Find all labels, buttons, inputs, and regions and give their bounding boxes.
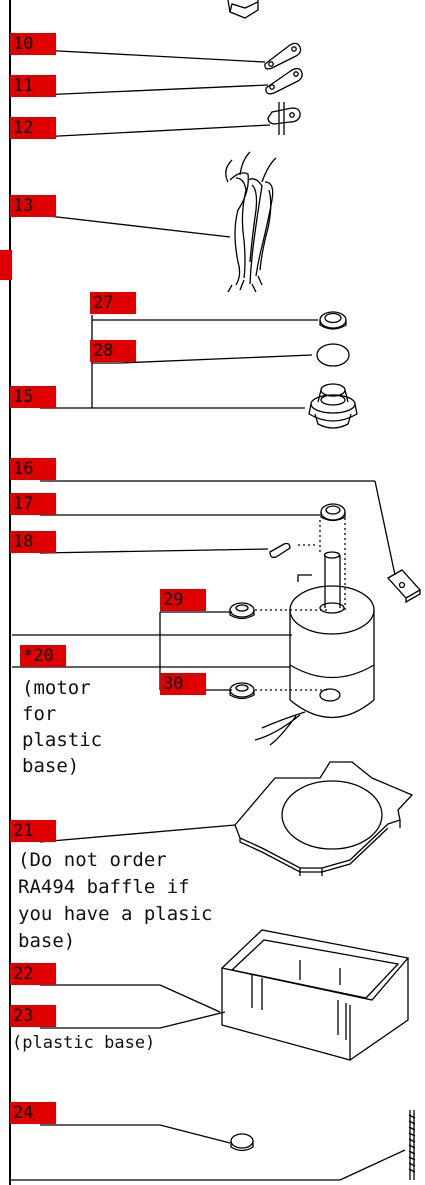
part-17-seal bbox=[320, 503, 346, 522]
plastic-base-note: (plastic base) bbox=[12, 1033, 156, 1053]
leader-13 bbox=[39, 214, 231, 238]
motor-note-line-2: for bbox=[22, 703, 57, 725]
callout-30: 30 bbox=[160, 673, 206, 695]
callout-16: 16 bbox=[10, 458, 56, 480]
part-top-block bbox=[227, 0, 259, 19]
baffle-note-line-4: base) bbox=[18, 930, 76, 952]
baffle-note-line-2: RA494 baffle if bbox=[18, 876, 190, 898]
callout-21: 21 bbox=[10, 820, 56, 842]
motor-note-line-1: (motor bbox=[22, 677, 91, 699]
callout-15: 15 bbox=[10, 386, 56, 408]
part-24-foot bbox=[230, 1133, 254, 1152]
part-20-motor bbox=[254, 551, 375, 746]
leader-12 bbox=[39, 124, 271, 138]
callout-10: 10 bbox=[10, 33, 56, 55]
part-11-terminal bbox=[265, 67, 303, 95]
part-30-washer bbox=[229, 682, 255, 700]
leader-10 bbox=[39, 49, 266, 63]
part-13-wire-harness bbox=[225, 151, 277, 293]
callout-11: 11 bbox=[10, 75, 56, 97]
part-27-seal bbox=[319, 311, 347, 330]
alignment-dots bbox=[255, 518, 346, 691]
baffle-note-line-3: you have a plasic bbox=[18, 903, 213, 925]
leader-18 bbox=[39, 548, 269, 554]
part-22-plastic-base bbox=[220, 929, 410, 1061]
part-16-bracket bbox=[386, 569, 422, 604]
part-28-o-ring bbox=[316, 343, 350, 367]
callout-22: 22 bbox=[10, 963, 56, 985]
part-18-pin bbox=[269, 542, 291, 559]
baffle-note-line-1: (Do not order bbox=[18, 849, 167, 871]
part-15-bearing-assembly bbox=[308, 383, 358, 429]
motor-note-line-3: plastic bbox=[22, 729, 103, 751]
callout-13: 13 bbox=[10, 195, 56, 217]
callout-28: 28 bbox=[90, 340, 136, 362]
left-edge-marker bbox=[0, 250, 12, 280]
leader-21 bbox=[39, 824, 236, 843]
callout-20: *20 bbox=[20, 645, 66, 667]
callout-17: 17 bbox=[10, 493, 56, 515]
callout-29: 29 bbox=[160, 589, 206, 611]
callout-24: 24 bbox=[10, 1102, 56, 1124]
part-29-washer bbox=[229, 602, 255, 620]
callout-18: 18 bbox=[10, 531, 56, 553]
part-12-terminal bbox=[267, 102, 301, 135]
leader-28 bbox=[119, 354, 313, 364]
callout-23: 23 bbox=[10, 1005, 56, 1027]
callout-12: 12 bbox=[10, 117, 56, 139]
callout-27: 27 bbox=[90, 292, 136, 314]
part-10-terminal bbox=[264, 42, 302, 70]
part-21-baffle bbox=[234, 761, 414, 876]
part-screw bbox=[408, 1110, 416, 1180]
leader-11 bbox=[39, 84, 269, 96]
motor-note-line-4: base) bbox=[22, 755, 80, 777]
